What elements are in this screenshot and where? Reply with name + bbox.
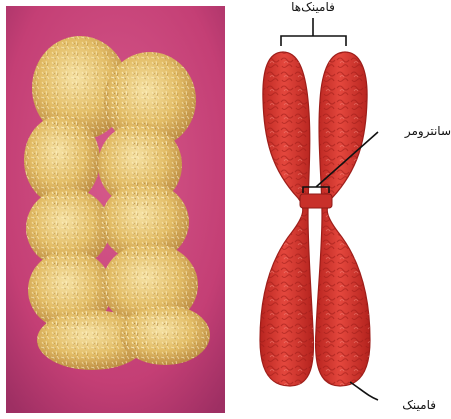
centromere-region	[300, 194, 332, 208]
centromere-label: سانترومر	[404, 124, 451, 139]
chromatids-label: فامینک‌ها	[291, 0, 335, 14]
chromatids-bracket	[281, 18, 346, 46]
chromatids-annotation: فامینک‌ها	[281, 0, 346, 46]
chromatid-leader	[350, 382, 378, 400]
chromatid-annotation: فامینک	[350, 382, 436, 412]
drawn-chromosome	[260, 52, 370, 386]
micrograph-panel	[6, 6, 225, 413]
micrograph-chromosome	[24, 36, 210, 370]
chromatid-label: فامینک	[402, 398, 436, 412]
